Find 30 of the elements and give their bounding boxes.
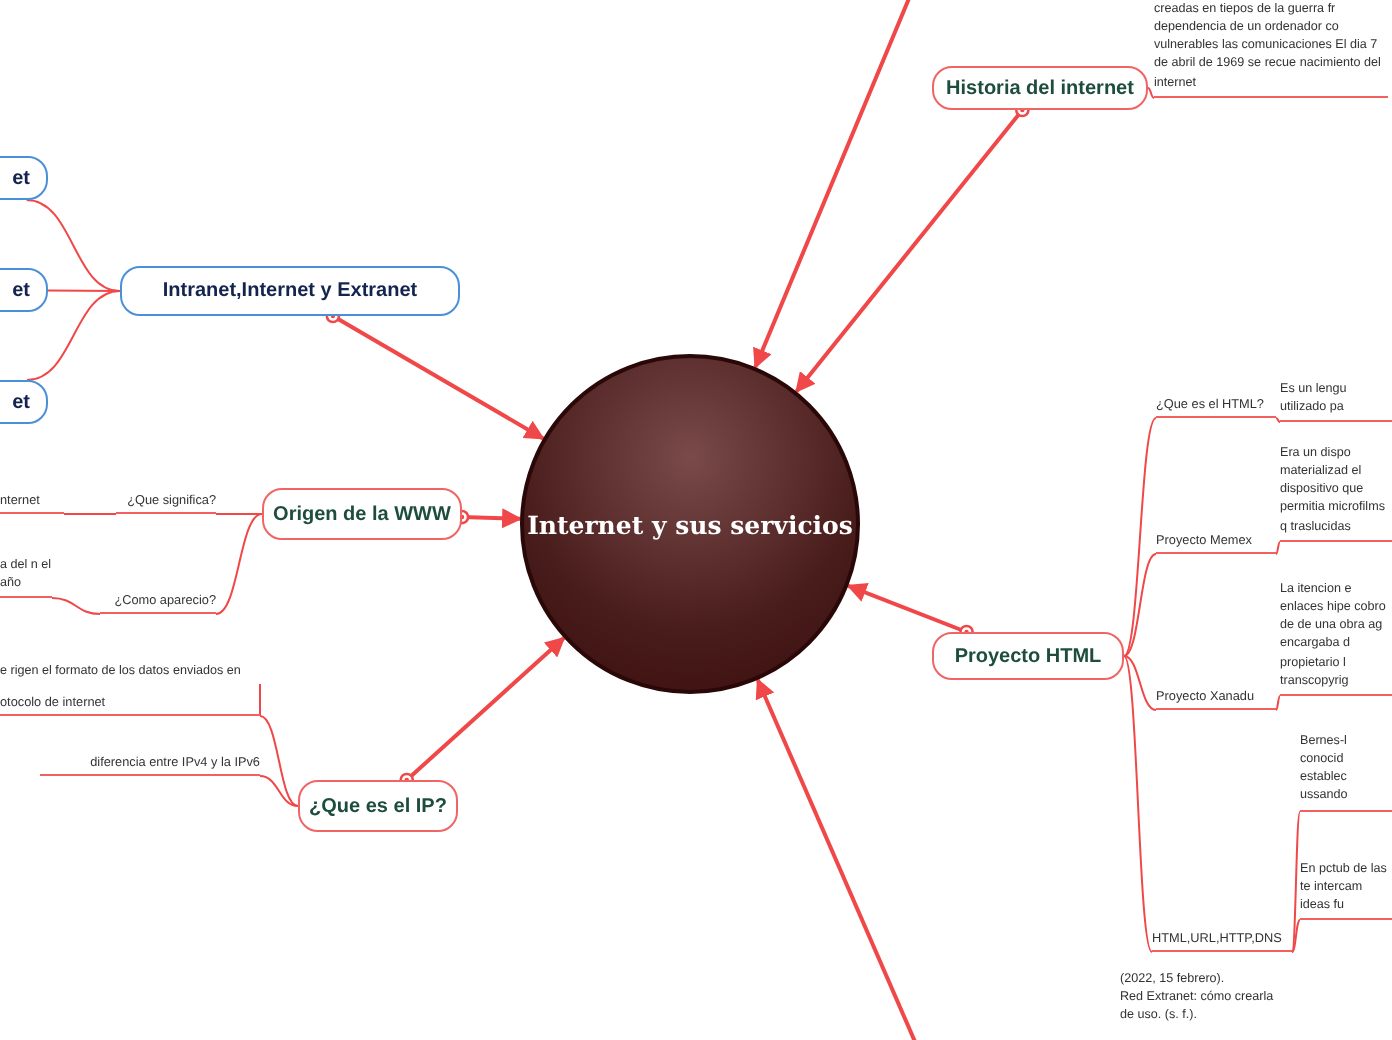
topic-box: Historia del internet [932, 66, 1148, 110]
branch-line [1123, 553, 1157, 657]
branch-line [26, 290, 121, 381]
topic-box: et [0, 268, 48, 312]
branch-line [259, 775, 299, 807]
branch-line [215, 513, 263, 615]
branch-line [1275, 695, 1281, 711]
branch-line [259, 683, 261, 717]
branch-line [1147, 87, 1155, 99]
branch-line [1275, 417, 1281, 423]
branch-line [1291, 811, 1301, 953]
topic-box: et [0, 156, 48, 200]
arrow [755, 678, 918, 1040]
branch-line [1275, 541, 1281, 555]
branch-line [259, 715, 299, 807]
branch-line [51, 597, 101, 615]
topic-box: Intranet,Internet y Extranet [120, 266, 460, 316]
topic-box: Origen de la WWW [262, 488, 462, 540]
branch-line [1123, 417, 1157, 657]
branch-line [1291, 919, 1301, 953]
branch-line [1123, 655, 1153, 953]
branch-line [63, 513, 117, 515]
arrow [753, 0, 912, 369]
branch-line [25, 199, 121, 292]
topic-box: ¿Que es el IP? [298, 780, 458, 832]
central-topic-circle: Internet y sus servicios [520, 354, 860, 694]
branch-line [215, 513, 263, 515]
topic-box: et [0, 380, 48, 424]
branch-line [1123, 655, 1157, 711]
topic-box: Proyecto HTML [932, 632, 1124, 680]
